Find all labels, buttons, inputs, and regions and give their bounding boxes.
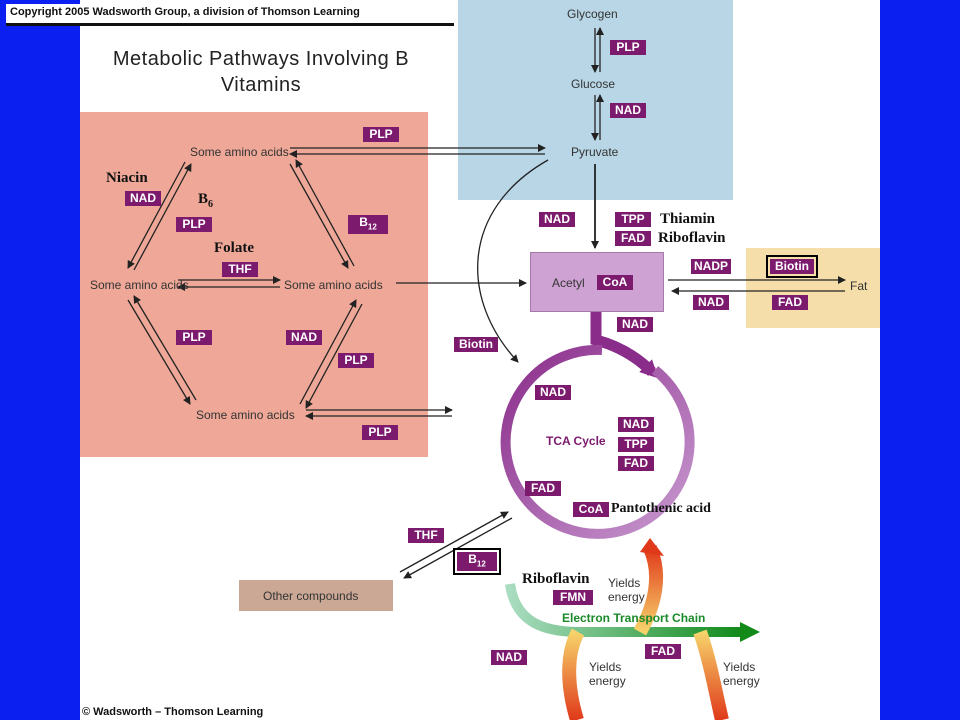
tag-biotin-left: Biotin [454,337,498,352]
yields-energy-top: Yields energy [608,576,645,604]
yields-energy-right: Yields energy [723,660,760,688]
vitamin-b6: B6 [198,191,214,210]
vitamin-niacin: Niacin [106,170,148,186]
tag-fad-etc: FAD [645,644,681,659]
node-amino-top: Some amino acids [190,145,289,159]
tag-b12-right: B12 [348,215,388,235]
tag-tpp-pyruvate: TPP [615,212,651,227]
tag-tpp-tca: TPP [618,437,654,452]
tag-nad-fat: NAD [693,295,729,310]
node-other-compounds: Other compounds [263,589,359,603]
tag-nad-acetyl: NAD [617,317,653,332]
tag-nad-glucose: NAD [610,103,646,118]
tag-plp-glycogen: PLP [610,40,646,55]
tag-thf-mid: THF [222,262,258,277]
tag-nad-br: NAD [286,330,322,345]
tag-nad-tca-2: NAD [618,417,654,432]
amino-acid-panel [80,112,428,457]
tag-thf-other: THF [408,528,444,543]
vitamin-riboflavin-bottom: Riboflavin [522,571,590,587]
node-tca-cycle: TCA Cycle [546,434,606,448]
tag-fad-fat: FAD [772,295,808,310]
tag-plp-amino-top: PLP [363,127,399,142]
tag-plp-bl: PLP [176,330,212,345]
tag-fmn: FMN [553,590,593,605]
tag-plp-br: PLP [338,353,374,368]
node-acetyl: Acetyl [552,276,585,290]
node-amino-left: Some amino acids [90,278,189,292]
footer-copyright: © Wadsworth – Thomson Learning [82,706,264,718]
node-amino-mid: Some amino acids [284,278,383,292]
tag-fad-tca-1: FAD [618,456,654,471]
electron-transport-chain-label: Electron Transport Chain [562,611,706,625]
vitamin-folate: Folate [214,240,254,256]
node-fat: Fat [850,279,868,293]
tag-nad-pyruvate: NAD [539,212,575,227]
node-amino-bottom: Some amino acids [196,408,295,422]
vitamin-thiamin: Thiamin [660,211,716,227]
other-compounds-box [239,580,393,611]
tag-coa-acetyl: CoA [597,275,633,290]
node-pyruvate: Pyruvate [571,145,619,159]
tag-nad-tca-1: NAD [535,385,571,400]
vitamin-riboflavin-top: Riboflavin [658,230,726,246]
tag-plp-left: PLP [176,217,212,232]
page-title: Metabolic Pathways Involving B Vitamins [112,48,410,96]
node-glycogen: Glycogen [567,7,618,21]
tag-nad-left: NAD [125,191,161,206]
tag-plp-bottom: PLP [362,425,398,440]
tag-nad-etc: NAD [491,650,527,665]
vitamin-pantothenic-acid: Pantothenic acid [611,501,711,516]
tag-biotin-fat: Biotin [766,255,818,278]
tag-nadp-fat: NADP [691,259,731,274]
copyright-banner: Copyright 2005 Wadsworth Group, a divisi… [6,4,454,26]
yields-energy-left: Yields energy [589,660,626,688]
tag-fad-pyruvate: FAD [615,231,651,246]
tag-b12-other: B12 [453,547,501,576]
tag-coa-tca: CoA [573,502,609,517]
node-glucose: Glucose [571,77,616,91]
tag-fad-tca-2: FAD [525,481,561,496]
